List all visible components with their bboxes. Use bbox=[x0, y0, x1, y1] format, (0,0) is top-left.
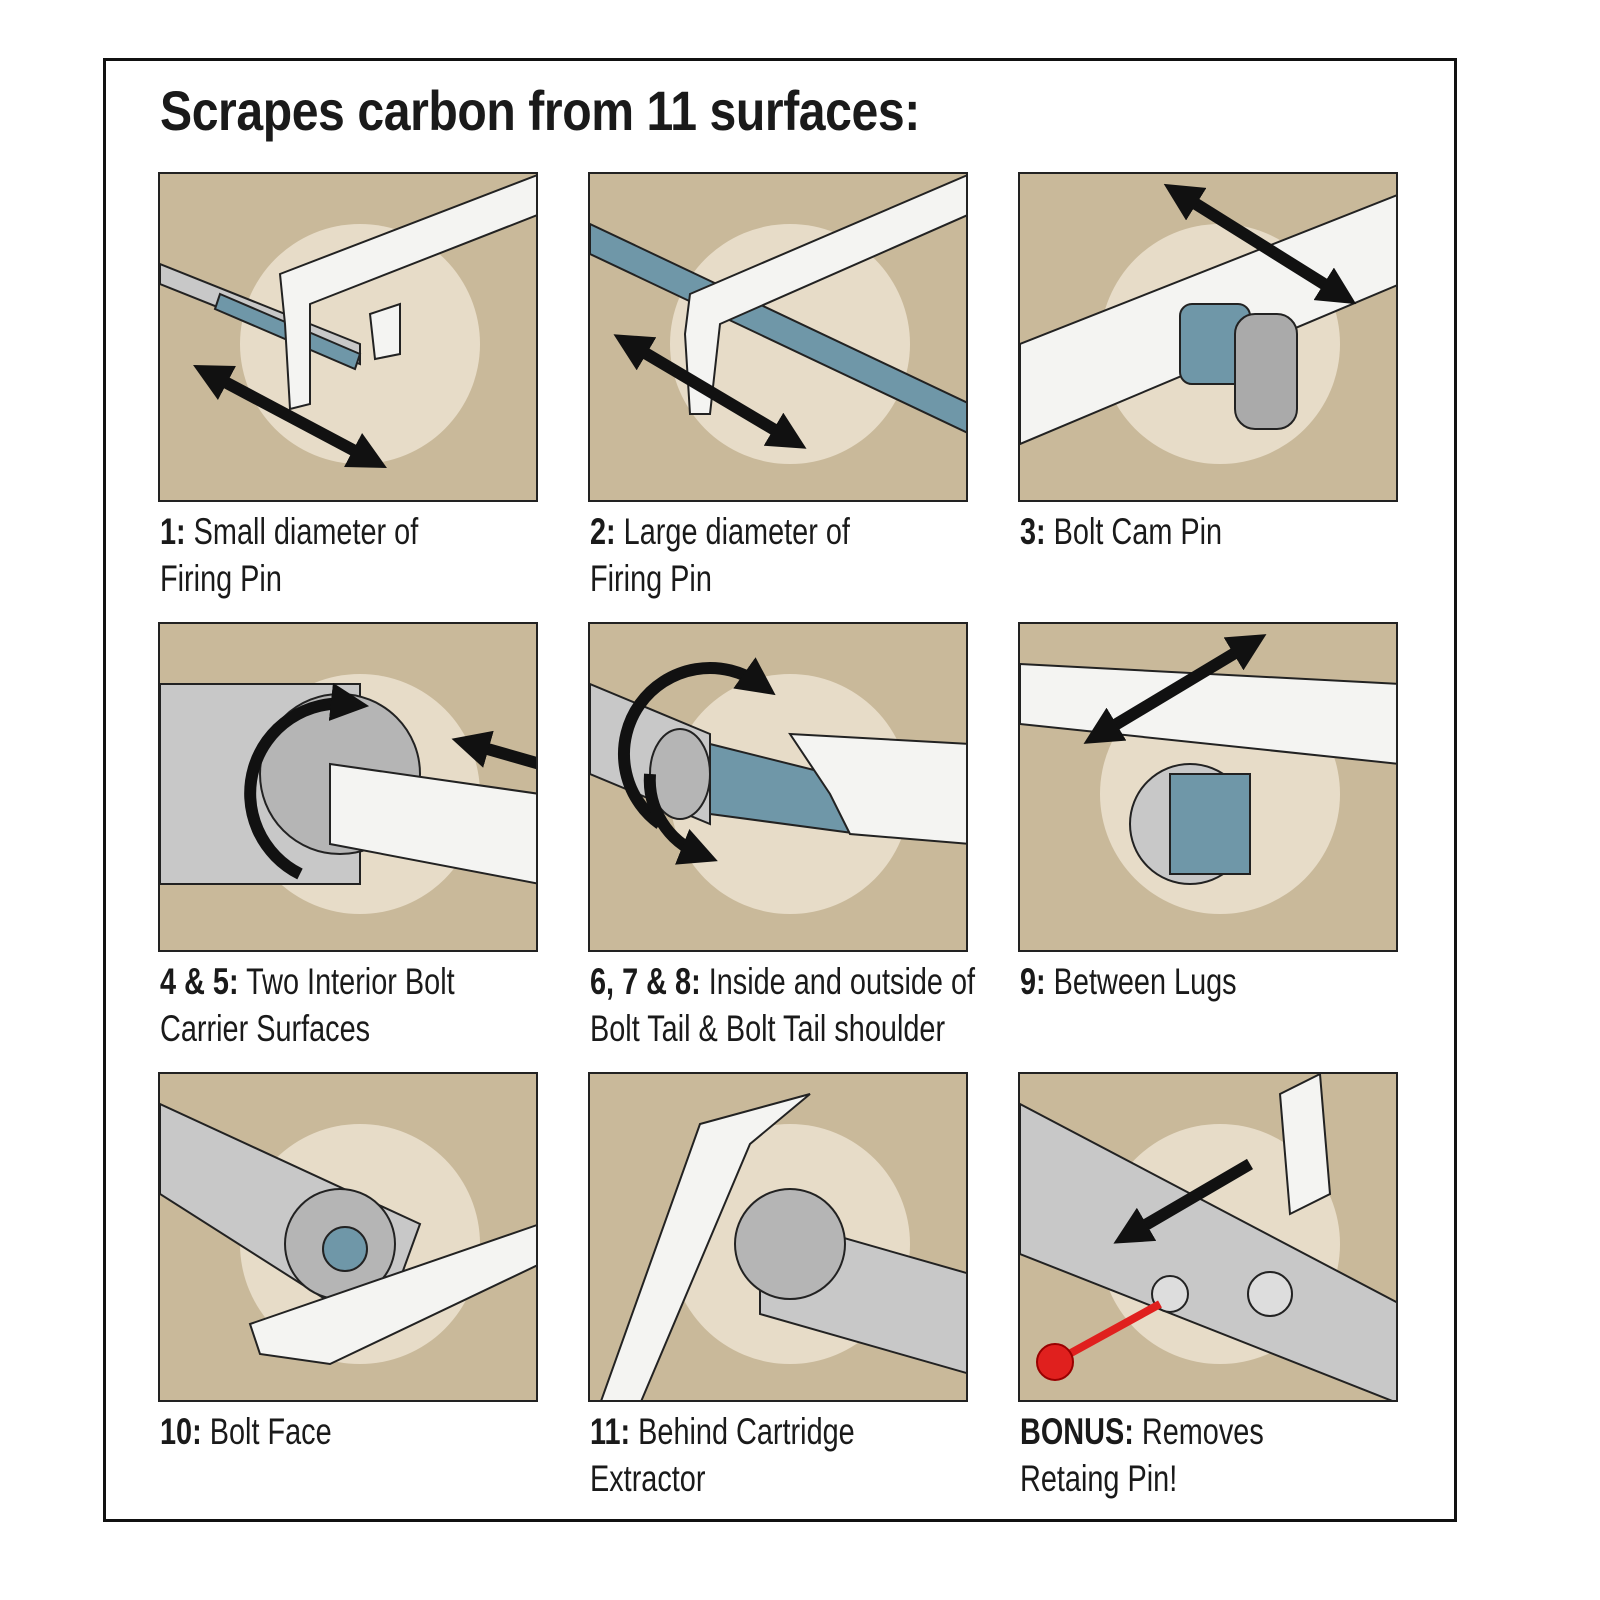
arrow-icon bbox=[244, 682, 370, 880]
page-title: Scrapes carbon from 11 surfaces: bbox=[160, 79, 920, 142]
caption-line-2: Firing Pin bbox=[590, 558, 712, 599]
illustration-drawing bbox=[160, 1102, 536, 1366]
caption-text: Behind Cartridge bbox=[638, 1411, 855, 1452]
illustration-drawing bbox=[1020, 634, 1396, 914]
caption-bolt-face: 10: Bolt Face bbox=[160, 1408, 332, 1455]
illustration-bolt-cam-pin bbox=[1018, 172, 1398, 502]
caption-line-2: Carrier Surfaces bbox=[160, 1008, 371, 1049]
illustration-between-lugs bbox=[1018, 622, 1398, 952]
caption-line-1: 2: Large diameter of bbox=[590, 508, 850, 555]
arrow-icon bbox=[451, 730, 536, 770]
caption-line-1: 1: Small diameter of bbox=[160, 508, 418, 555]
illustration-retaining-pin bbox=[1018, 1072, 1398, 1402]
illustration-drawing bbox=[1020, 1074, 1396, 1400]
illustration-drawing bbox=[160, 174, 536, 469]
infographic-frame bbox=[103, 58, 1457, 1522]
arrow-icon bbox=[618, 657, 776, 829]
arrow-icon bbox=[193, 364, 387, 469]
arrow-icon bbox=[1083, 634, 1267, 744]
caption-bolt-cam-pin: 3: Bolt Cam Pin bbox=[1020, 508, 1222, 555]
caption-line-1: 10: Bolt Face bbox=[160, 1408, 332, 1455]
caption-line-2: Extractor bbox=[590, 1458, 706, 1499]
caption-number: 10: bbox=[160, 1411, 202, 1452]
arrow-icon bbox=[643, 773, 718, 865]
caption-line-1: 11: Behind Cartridge bbox=[590, 1408, 855, 1455]
caption-text: Two Interior Bolt bbox=[246, 961, 455, 1002]
caption-line-1: 9: Between Lugs bbox=[1020, 958, 1237, 1005]
caption-between-lugs: 9: Between Lugs bbox=[1020, 958, 1237, 1005]
caption-line-1: 3: Bolt Cam Pin bbox=[1020, 508, 1222, 555]
illustration-drawing bbox=[590, 657, 966, 914]
illustration-small-firing-pin bbox=[158, 172, 538, 502]
caption-line-2: Firing Pin bbox=[160, 558, 282, 599]
caption-text: Bolt Cam Pin bbox=[1053, 511, 1223, 552]
caption-number: 6, 7 & 8: bbox=[590, 961, 701, 1002]
caption-text: Between Lugs bbox=[1053, 961, 1237, 1002]
caption-line-1: 4 & 5: Two Interior Bolt bbox=[160, 958, 455, 1005]
illustration-drawing bbox=[590, 174, 966, 464]
caption-text: Inside and outside of bbox=[708, 961, 976, 1002]
illustration-drawing bbox=[600, 1093, 966, 1400]
illustration-cartridge-extractor bbox=[588, 1072, 968, 1402]
illustration-bolt-face bbox=[158, 1072, 538, 1402]
illustration-large-firing-pin bbox=[588, 172, 968, 502]
arrow-icon bbox=[1163, 183, 1357, 305]
caption-text: Large diameter of bbox=[623, 511, 850, 552]
caption-number: 4 & 5: bbox=[160, 961, 239, 1002]
arrow-icon bbox=[613, 334, 807, 449]
caption-text: Removes bbox=[1141, 1411, 1264, 1452]
caption-text: Bolt Face bbox=[209, 1411, 332, 1452]
illustration-drawing bbox=[1020, 183, 1396, 464]
caption-number: 2: bbox=[590, 511, 616, 552]
illustration-drawing bbox=[160, 674, 536, 914]
caption-number: 11: bbox=[590, 1411, 631, 1452]
caption-number: 3: bbox=[1020, 511, 1046, 552]
caption-text: Small diameter of bbox=[193, 511, 419, 552]
caption-number: 1: bbox=[160, 511, 186, 552]
arrow-icon bbox=[1113, 1158, 1254, 1244]
illustration-bolt-tail bbox=[588, 622, 968, 952]
caption-line-2: Bolt Tail & Bolt Tail shoulder bbox=[590, 1008, 946, 1049]
caption-line-1: 6, 7 & 8: Inside and outside of bbox=[590, 958, 975, 1005]
illustration-bolt-carrier-surfaces bbox=[158, 622, 538, 952]
caption-number: BONUS: bbox=[1020, 1411, 1134, 1452]
caption-line-2: Retaing Pin! bbox=[1020, 1458, 1178, 1499]
caption-number: 9: bbox=[1020, 961, 1046, 1002]
caption-line-1: BONUS: Removes bbox=[1020, 1408, 1264, 1455]
